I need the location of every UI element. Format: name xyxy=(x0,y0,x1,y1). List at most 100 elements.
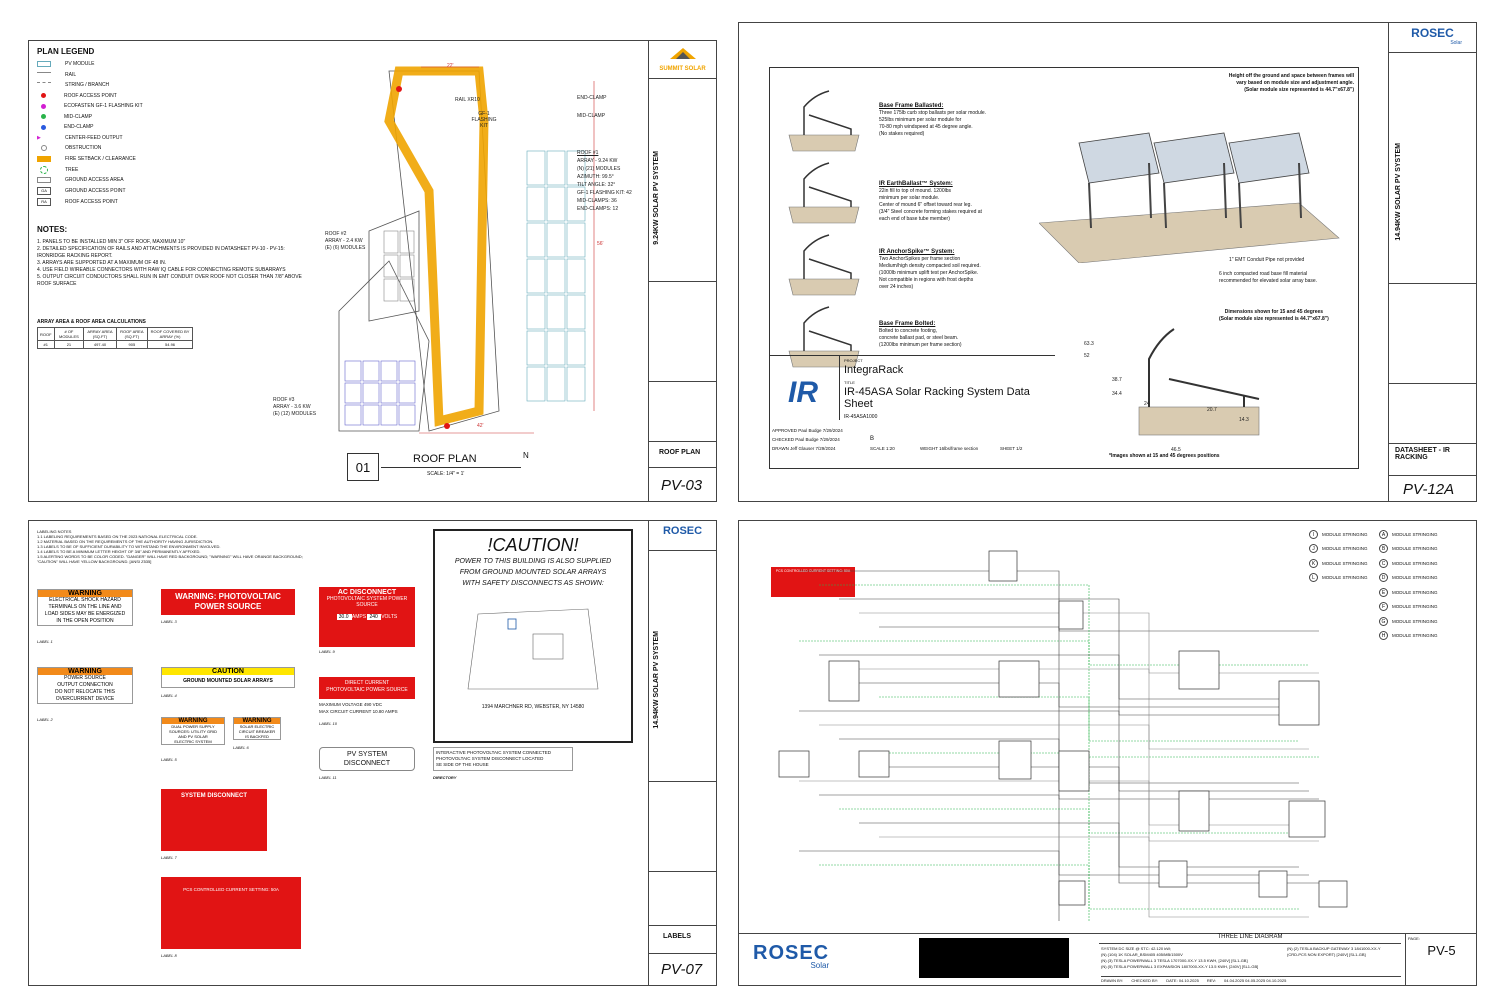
pv-warning-line: WARNING: PHOTOVOLTAIC xyxy=(175,592,281,601)
stringing-key: F xyxy=(1379,602,1388,612)
circuit-wire xyxy=(799,850,1060,921)
warn1-lines-line: ELECTRICAL SHOCK HAZARD xyxy=(49,597,121,603)
pv-module xyxy=(546,330,566,366)
earthballast-lines-line: (3/4" Steel concrete forming stakes requ… xyxy=(879,209,982,215)
pv-module xyxy=(526,258,546,294)
label-2-caption: LABEL 2 xyxy=(37,717,53,722)
weight: WEIGHT 16lbs/frame section xyxy=(920,446,979,451)
pv-module xyxy=(546,294,566,330)
legend-label: RAIL xyxy=(65,71,77,78)
equipment-box xyxy=(988,550,1018,582)
legend-item: ECOFASTEN GF-1 FLASHING KIT xyxy=(37,103,143,109)
equipment-box xyxy=(858,750,890,778)
part-number: IR-45ASA1000 xyxy=(844,414,878,420)
anchorspike-lines-line: (1000lb minimum uplift test per AnchorSp… xyxy=(879,270,979,276)
stringing-label: MODULE STRINGING xyxy=(1392,546,1438,552)
pv-module xyxy=(526,366,546,402)
pv-warning-line: POWER SOURCE xyxy=(194,602,262,611)
label-8-caption: LABEL 8 xyxy=(161,953,177,958)
legend-label: FIRE SETBACK / CLEARANCE xyxy=(65,155,136,162)
pv-module xyxy=(383,278,399,302)
drawing-title: ROOF PLAN xyxy=(413,453,477,465)
height-note-line: vary based on module size and adjustment… xyxy=(1236,80,1354,86)
ac-value: 240 xyxy=(367,614,382,620)
directory-placard: INTERACTIVE PHOTOVOLTAIC SYSTEM CONNECTE… xyxy=(433,747,573,771)
labeling-notes-line: 1.5 ALERTING WORDS TO BE COLOR CODED. "D… xyxy=(37,554,303,564)
pv-module xyxy=(399,278,415,302)
stringing-label: MODULE STRINGING xyxy=(1392,633,1438,639)
circuit-wire xyxy=(799,640,1299,742)
table-header: # OF MODULES xyxy=(53,327,85,341)
revision-row: DRAWN BY: CHECKED BY: DATE: 04.10.2025 R… xyxy=(1101,976,1401,983)
site-map xyxy=(467,608,599,690)
sheet-count: SHEET 1/2 xyxy=(1000,446,1023,451)
roof1-lines-line: ARRAY - 9.24 KW xyxy=(577,158,618,164)
legend-label: GROUND ACCESS POINT xyxy=(65,188,126,194)
roof3-lines-line: ROOF #3 xyxy=(273,397,295,403)
conduit-note: 1" EMT Conduit Pipe not provided xyxy=(1229,257,1305,263)
table-header: ROOF AREA (SQ.FT) xyxy=(115,327,149,341)
dimension-label: 38.7 xyxy=(1112,377,1122,383)
pv-module xyxy=(566,222,586,258)
dc-value-row: MAX CIRCUIT CURRENT 10.80 AMPS xyxy=(319,709,398,714)
label-8: PCS CONTROLLED CURRENT SETTING: 50A xyxy=(161,877,301,949)
title-block: ROSEC Solar 14.94KW SOLAR PV SYSTEM DATA… xyxy=(1388,23,1476,501)
dimension-label: 20.7 xyxy=(1207,407,1217,413)
notes-list-line: 5. OUTPUT CIRCUIT CONDUCTORS SHALL RUN I… xyxy=(37,274,302,287)
dims-note-line: Dimensions shown for 15 and 45 degrees xyxy=(1224,309,1324,315)
warn2-lines-line: OVERCURRENT DEVICE xyxy=(55,696,115,702)
title-label: TITLE xyxy=(844,380,855,385)
pv-module xyxy=(546,186,566,222)
circuit-wire xyxy=(799,710,1309,792)
warn2-lines-line: POWER SOURCE xyxy=(64,675,106,681)
roof1-lines-line: MID-CLAMPS: 36 xyxy=(577,198,617,204)
table-header: ROOF COVERED BY ARRAY (%) xyxy=(147,327,193,341)
warn6-lines-line: CIRCUIT BREAKER xyxy=(238,729,276,734)
dc-head-line: PHOTOVOLTAIC POWER SOURCE xyxy=(326,687,408,693)
earthballast: IR EarthBallast™ System: 22in fill to to… xyxy=(879,181,1069,223)
table-cell: 54.96 xyxy=(147,340,193,349)
dimension-label: 34.4 xyxy=(1112,391,1122,397)
scale: SCALE 1:20 xyxy=(870,446,895,451)
dims-note-line: (Solar module size represented is 44.7"x… xyxy=(1219,316,1329,322)
earthballast-lines-line: 22in fill to top of mound. 1200lbs xyxy=(879,188,951,194)
sys-lines-right-line: (CRD-PCS NON EXPORT) [240V] [SL1-GB] xyxy=(1287,952,1366,957)
legend-symbol xyxy=(41,93,46,98)
equipment-box xyxy=(1318,880,1348,908)
pv-module xyxy=(380,382,398,404)
mount-base xyxy=(788,278,860,296)
legend-label: END-CLAMP xyxy=(64,124,94,130)
caution-placard: !CAUTION! POWER TO THIS BUILDING IS ALSO… xyxy=(433,529,633,743)
pv-module xyxy=(546,150,566,186)
legend-label: MID-CLAMP xyxy=(64,113,93,120)
pv-module xyxy=(526,222,546,258)
stringing-label: MODULE STRINGING xyxy=(1392,618,1438,624)
legend-label: CENTER-FEED OUTPUT xyxy=(65,134,123,141)
legend-label: ROOF ACCESS POINT xyxy=(64,92,117,99)
earthballast-lines-line: Center of mound 6" offset toward rear le… xyxy=(879,202,972,208)
pv-module xyxy=(398,404,416,426)
ac-value: VOLTS xyxy=(381,614,398,620)
dc-value-row: MAXIMUM VOLTAGE 490 VDC xyxy=(319,702,383,707)
table-cell: 905 xyxy=(115,340,149,349)
stringing-key: B xyxy=(1379,544,1388,554)
caution-lines-line: FROM GROUND MOUNTED SOLAR ARRAYS xyxy=(459,569,607,576)
mount-frame xyxy=(803,90,852,135)
caution-headline: !CAUTION! xyxy=(487,535,579,555)
pv-module xyxy=(383,230,399,254)
mount-frame xyxy=(803,234,852,279)
summit-logo: SUMMIT SOLAR xyxy=(649,41,716,79)
label-4-caption: LABEL 4 xyxy=(161,693,177,698)
pv-module xyxy=(344,404,362,426)
bolted-lines-line: concrete ballast pad, or steel beam. xyxy=(879,335,959,341)
diagram-title-block: ROSEC Solar THREE LINE DIAGRAM SYSTEM DC… xyxy=(739,933,1476,985)
